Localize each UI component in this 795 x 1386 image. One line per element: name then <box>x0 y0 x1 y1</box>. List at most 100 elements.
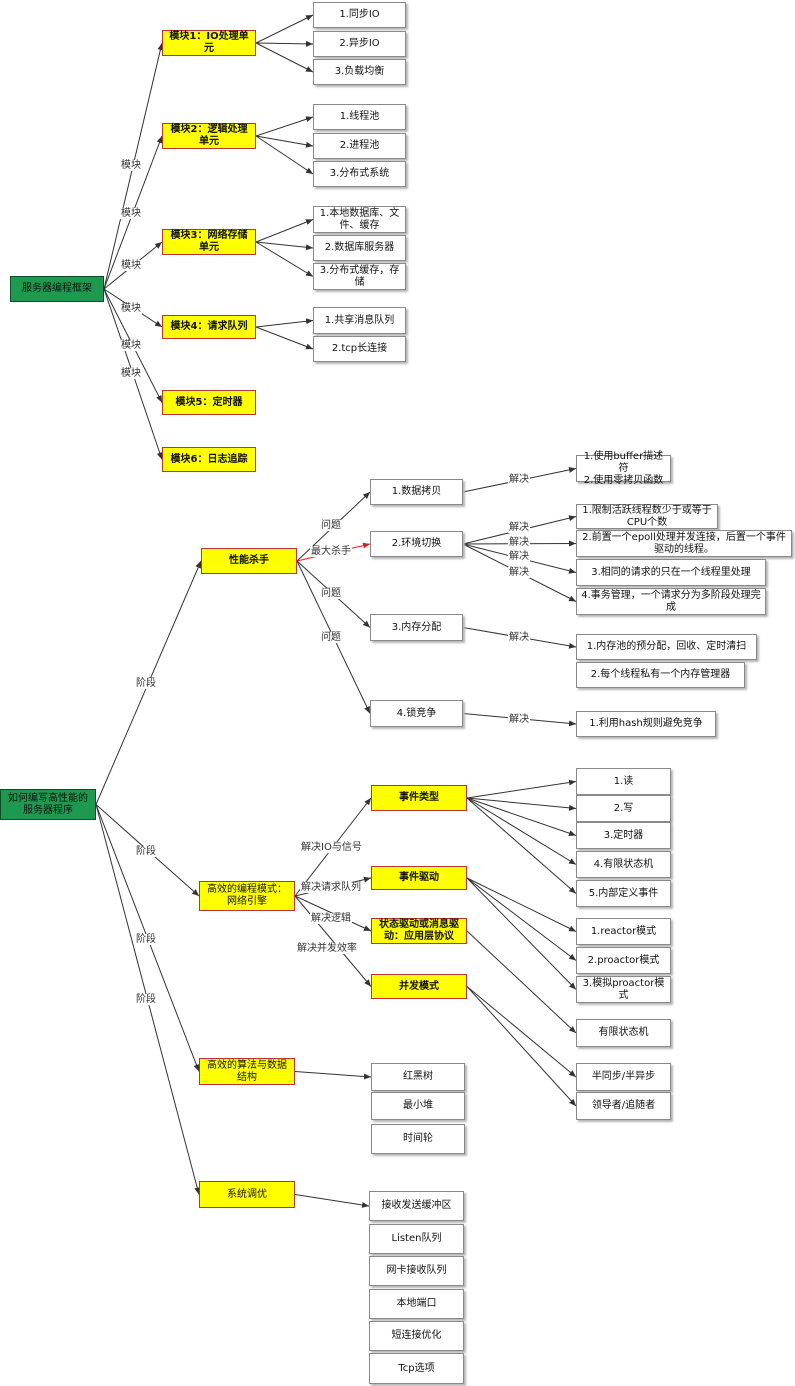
leaf-node: Listen队列 <box>369 1224 464 1254</box>
leaf-node: 1.利用hash规则避免竞争 <box>576 711 716 737</box>
edge-label: 模块 <box>120 260 142 271</box>
edge-connector <box>466 797 577 837</box>
leaf-node: 红黑树 <box>371 1063 465 1091</box>
edge-connector <box>294 1194 370 1208</box>
leaf-node: 2.tcp长连接 <box>313 336 406 362</box>
topic-node: 高效的编程模式：网络引擎 <box>199 881 295 911</box>
leaf-node: 1.共享消息队列 <box>313 307 406 334</box>
edge-label: 解决 <box>508 537 530 548</box>
edge-label: 模块 <box>120 160 142 171</box>
topic-node: 事件类型 <box>371 785 467 811</box>
edge-connector <box>466 877 577 932</box>
topic-node: 模块4：请求队列 <box>162 315 256 339</box>
edge-label: 解决 <box>508 551 530 562</box>
leaf-node: 5.内部定义事件 <box>576 880 671 907</box>
edge-label: 问题 <box>320 520 342 531</box>
edge-label: 阶段 <box>135 934 157 945</box>
edge-label: 最大杀手 <box>310 546 352 557</box>
edge-connector <box>294 1071 372 1080</box>
edge-label: 模块 <box>120 208 142 219</box>
edge-connector <box>294 895 372 987</box>
topic-node: 模块3：网络存储单元 <box>162 229 256 255</box>
edge-connector <box>466 779 577 799</box>
leaf-node: 时间轮 <box>371 1124 465 1154</box>
leaf-node: 2.前置一个epoll处理并发连接，后置一个事件驱动的线程。 <box>576 530 792 557</box>
edge-label: 解决请求队列 <box>300 882 362 893</box>
edge-connector <box>466 877 577 961</box>
edge-connector <box>466 797 577 865</box>
leaf-node: 3.内存分配 <box>370 614 463 641</box>
edge-connector <box>255 219 314 243</box>
leaf-node: 2.proactor模式 <box>576 947 671 974</box>
leaf-node: 接收发送缓冲区 <box>369 1191 464 1221</box>
root-node: 服务器编程框架 <box>10 276 104 302</box>
edge-connector <box>255 42 314 73</box>
leaf-node: 3.定时器 <box>576 822 671 849</box>
leaf-node: 3.模拟proactor模式 <box>576 976 671 1003</box>
leaf-node: 4.有限状态机 <box>576 851 671 878</box>
leaf-node: 4.事务管理，一个请求分为多阶段处理完成 <box>576 588 766 615</box>
leaf-node: 1.同步IO <box>313 2 406 28</box>
edge-connector <box>255 14 314 44</box>
topic-node: 事件驱动 <box>371 866 467 890</box>
edge-label: 问题 <box>320 632 342 643</box>
leaf-node: 1.限制活跃线程数少于或等于CPU个数 <box>576 504 718 529</box>
topic-node: 模块6：日志追踪 <box>162 447 256 472</box>
leaf-node: 有限状态机 <box>576 1019 671 1047</box>
edge-connector <box>466 986 577 1078</box>
edge-label: 模块 <box>120 303 142 314</box>
edge-connector <box>255 241 314 251</box>
leaf-node: 3.相同的请求的只在一个线程里处理 <box>576 559 766 586</box>
topic-node: 性能杀手 <box>201 548 297 574</box>
edge-connector <box>466 797 577 894</box>
edge-connector <box>466 986 577 1107</box>
leaf-node: 1.读 <box>576 768 671 795</box>
edge-label: 解决 <box>508 632 530 643</box>
topic-node: 状态驱动或消息驱动：应用层协议 <box>371 918 467 944</box>
leaf-node: 网卡接收队列 <box>369 1256 464 1286</box>
edge-connector <box>255 40 314 47</box>
edge-label: 解决 <box>508 567 530 578</box>
leaf-node: 本地端口 <box>369 1289 464 1319</box>
edge-label: 解决并发效率 <box>296 943 358 954</box>
edge-connector <box>255 116 314 137</box>
edge-connector <box>255 326 314 350</box>
edge-label: 解决逻辑 <box>310 913 352 924</box>
topic-node: 高效的算法与数据结构 <box>199 1058 295 1085</box>
leaf-node: 4.锁竞争 <box>370 700 463 727</box>
topic-node: 模块1：IO处理单元 <box>162 30 256 56</box>
leaf-node: 半同步/半异步 <box>576 1063 671 1091</box>
leaf-node: 1.本地数据库、文件、缓存 <box>313 206 406 233</box>
leaf-node: 2.每个线程私有一个内存管理器 <box>576 662 745 688</box>
topic-node: 模块5：定时器 <box>162 390 256 415</box>
leaf-node: Tcp选项 <box>369 1353 464 1384</box>
edge-label: 阶段 <box>135 846 157 857</box>
leaf-node: 2.数据库服务器 <box>313 235 406 261</box>
leaf-node: 1.线程池 <box>313 104 406 130</box>
leaf-node: 3.负载均衡 <box>313 59 406 85</box>
leaf-node: 1.reactor模式 <box>576 918 671 945</box>
edge-connector <box>466 797 577 811</box>
leaf-node: 2.异步IO <box>313 31 406 57</box>
edge-connector <box>255 135 314 148</box>
leaf-node: 1.内存池的预分配，回收、定时清扫 <box>576 634 757 660</box>
edge-label: 解决 <box>508 522 530 533</box>
edge-label: 阶段 <box>135 994 157 1005</box>
edge-label: 解决IO与信号 <box>300 842 363 853</box>
leaf-node: 最小堆 <box>371 1092 465 1120</box>
edge-connector <box>466 877 577 990</box>
leaf-node: 1.数据拷贝 <box>370 479 463 505</box>
leaf-node: 3.分布式缓存，存储 <box>313 263 406 290</box>
topic-node: 系统调优 <box>199 1181 295 1208</box>
edge-label: 解决 <box>508 474 530 485</box>
edge-connector <box>255 135 314 175</box>
edge-label: 解决 <box>508 714 530 725</box>
edge-connector <box>255 318 314 328</box>
edge-label: 问题 <box>320 588 342 599</box>
leaf-node: 2.写 <box>576 795 671 822</box>
edge-label: 模块 <box>120 368 142 379</box>
edge-label: 阶段 <box>135 678 157 689</box>
edge-connector <box>466 930 577 1034</box>
leaf-node: 1.使用buffer描述符 2.使用零拷贝函数 <box>576 451 671 486</box>
leaf-node: 2.环境切换 <box>370 531 463 557</box>
